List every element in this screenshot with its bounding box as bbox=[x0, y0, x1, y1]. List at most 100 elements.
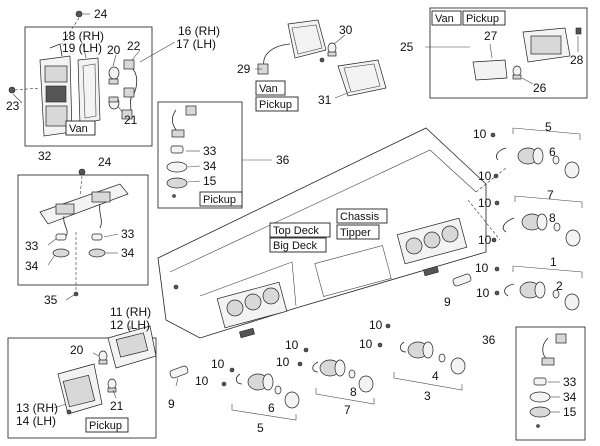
tag-big-deck-text: Big Deck bbox=[273, 240, 318, 252]
label-36-bottom: 36 bbox=[482, 333, 496, 347]
tag-van-top-right-text: Van bbox=[435, 13, 454, 25]
label-36-top: 36 bbox=[276, 153, 290, 167]
label-21-bottom: 21 bbox=[110, 399, 124, 413]
van-tail-harness bbox=[121, 59, 138, 120]
pickup-rear-lamp-panel bbox=[7, 325, 157, 439]
tag-pickup-side-text: Pickup bbox=[259, 99, 292, 111]
label-26: 26 bbox=[533, 81, 547, 95]
label-33-license-right: 33 bbox=[121, 227, 135, 241]
right-lamp-unit-7 bbox=[491, 195, 583, 247]
license-lamp-panel bbox=[17, 168, 149, 301]
tag-tipper-text: Tipper bbox=[340, 227, 371, 239]
label-25: 25 bbox=[400, 40, 414, 54]
label-31: 31 bbox=[318, 93, 332, 107]
bumper-left-lamp-cluster bbox=[216, 281, 288, 339]
label-24-top: 24 bbox=[94, 7, 108, 21]
right-lamp-unit-1 bbox=[452, 265, 583, 311]
tag-top-deck-text: Top Deck bbox=[273, 225, 319, 237]
tag-tipper bbox=[336, 224, 380, 240]
tag-pickup-side bbox=[255, 96, 299, 112]
label-34-license-left: 34 bbox=[25, 259, 39, 273]
label-35: 35 bbox=[44, 293, 58, 307]
tag-van-tail-text: Van bbox=[69, 123, 88, 135]
van-tail-bulbs bbox=[108, 66, 120, 110]
label-8-bottom: 8 bbox=[350, 385, 357, 399]
label-34-bottom: 34 bbox=[563, 390, 577, 404]
label-4: 4 bbox=[432, 369, 439, 383]
van-screw bbox=[8, 10, 90, 94]
label-10-b6: 10 bbox=[359, 337, 373, 351]
tag-pickup-marker-text: Pickup bbox=[203, 194, 236, 206]
label-13-rh: 13 (RH) bbox=[16, 401, 58, 415]
bottom-lamp-unit-5 bbox=[221, 367, 300, 421]
tag-chassis-text: Chassis bbox=[340, 211, 380, 223]
bottom-reflector-9 bbox=[169, 365, 189, 387]
label-34-pickup: 34 bbox=[203, 159, 217, 173]
label-7-right: 7 bbox=[547, 188, 554, 202]
label-18-rh: 18 (RH) bbox=[62, 29, 104, 43]
label-33-pickup: 33 bbox=[203, 144, 217, 158]
label-10-b4: 10 bbox=[276, 355, 290, 369]
label-5-right: 5 bbox=[545, 120, 552, 134]
label-10-r4: 10 bbox=[478, 233, 492, 247]
label-22: 22 bbox=[127, 39, 141, 53]
tag-pickup-rear bbox=[85, 417, 129, 433]
van-pickup-lamp-panel bbox=[425, 7, 588, 99]
van-tail-lamp-frame bbox=[24, 26, 153, 147]
label-34-license-right: 34 bbox=[121, 246, 135, 260]
label-15-pickup: 15 bbox=[203, 174, 217, 188]
bottom-right-marker-panel bbox=[515, 326, 586, 441]
label-19-lh: 19 (LH) bbox=[62, 41, 102, 55]
label-5-bottom: 5 bbox=[257, 421, 264, 435]
tag-pickup-top-right-text: Pickup bbox=[466, 13, 499, 25]
label-16-rh: 16 (RH) bbox=[178, 24, 220, 38]
tag-van-side bbox=[255, 80, 286, 96]
tag-van-side-text: Van bbox=[259, 83, 278, 95]
label-9-right: 9 bbox=[444, 295, 451, 309]
label-10-r6: 10 bbox=[476, 286, 490, 300]
label-20-bottom: 20 bbox=[70, 343, 84, 357]
tag-van-tail bbox=[65, 120, 96, 136]
label-6-bottom: 6 bbox=[268, 401, 275, 415]
label-30: 30 bbox=[339, 23, 353, 37]
label-9-bottom: 9 bbox=[168, 397, 175, 411]
label-10-r3: 10 bbox=[478, 196, 492, 210]
bottom-lamp-unit-3 bbox=[377, 323, 466, 391]
tag-top-deck bbox=[269, 222, 331, 238]
label-17-lh: 17 (LH) bbox=[176, 37, 216, 51]
label-12-lh: 12 (LH) bbox=[110, 318, 150, 332]
label-8-right: 8 bbox=[549, 211, 556, 225]
label-10-b3: 10 bbox=[285, 338, 299, 352]
label-23: 23 bbox=[6, 99, 20, 113]
label-7-bottom: 7 bbox=[344, 403, 351, 417]
label-3: 3 bbox=[424, 389, 431, 403]
label-10-r5: 10 bbox=[475, 261, 489, 275]
van-pickup-side-lamp bbox=[255, 19, 387, 99]
reflector-9-right bbox=[452, 273, 472, 287]
label-6-right: 6 bbox=[549, 145, 556, 159]
label-24-license: 24 bbox=[98, 155, 112, 169]
label-10-b2: 10 bbox=[195, 374, 209, 388]
label-28: 28 bbox=[570, 53, 584, 67]
pickup-side-marker-frame bbox=[157, 101, 243, 209]
tag-van-top-right bbox=[431, 10, 462, 26]
label-29: 29 bbox=[237, 62, 251, 76]
label-10-b5: 10 bbox=[369, 318, 383, 332]
label-2: 2 bbox=[556, 279, 563, 293]
van-tail-lamp-gasket bbox=[77, 57, 101, 125]
label-20-top: 20 bbox=[107, 43, 121, 57]
rear-bumper-assembly bbox=[157, 127, 507, 339]
tag-pickup-marker bbox=[199, 191, 243, 207]
label-33-bottom: 33 bbox=[563, 375, 577, 389]
label-14-lh: 14 (LH) bbox=[16, 414, 56, 428]
leader-16 bbox=[139, 41, 176, 63]
label-11-rh: 11 (RH) bbox=[110, 305, 151, 319]
pickup-side-marker-panel bbox=[157, 101, 272, 209]
bottom-right-marker-frame bbox=[515, 326, 586, 441]
label-33-license-left: 33 bbox=[25, 239, 39, 253]
label-27: 27 bbox=[484, 29, 498, 43]
label-10-b1: 10 bbox=[211, 357, 225, 371]
tag-pickup-top-right bbox=[462, 10, 506, 26]
tag-pickup-rear-text: Pickup bbox=[89, 420, 122, 432]
